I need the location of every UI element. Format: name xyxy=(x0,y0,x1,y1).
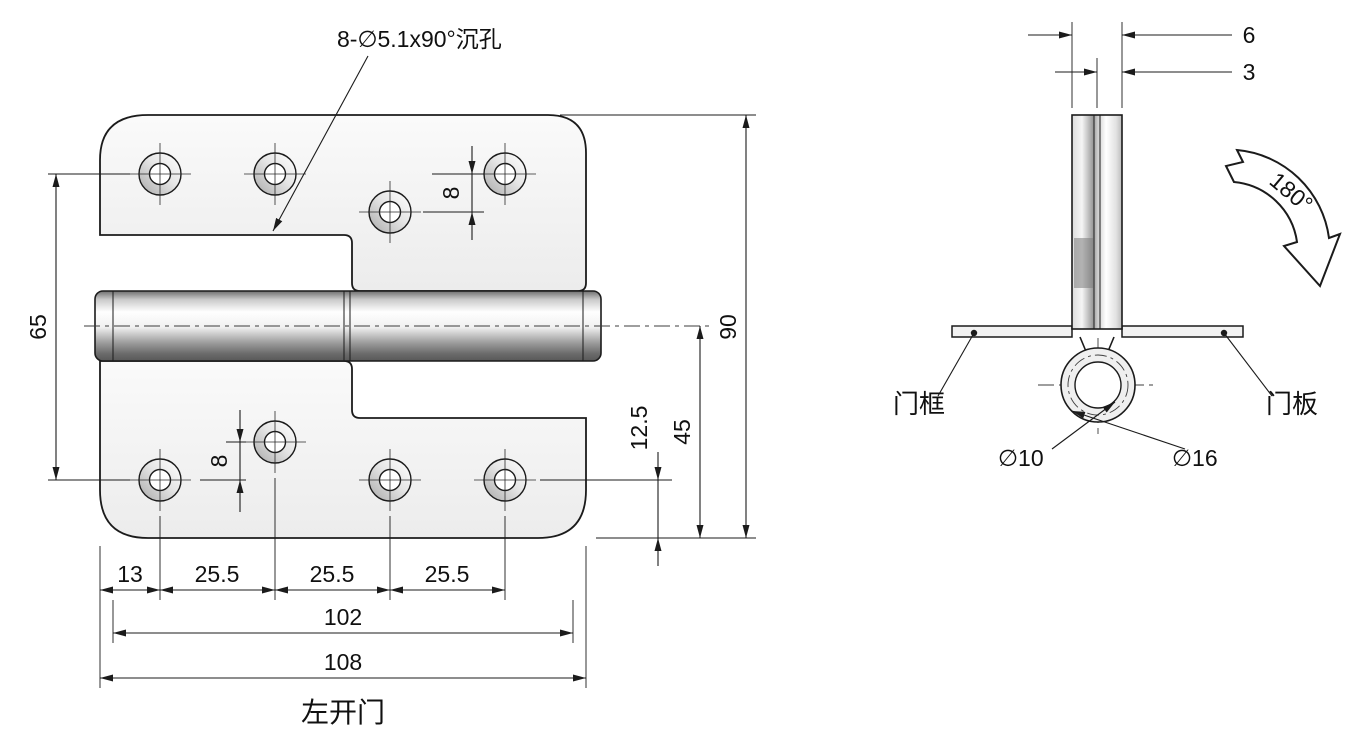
countersink-callout: 8-∅5.1x90°沉孔 xyxy=(272,26,502,232)
side-view: 6 3 180° 门框 门板 ∅10 xyxy=(893,22,1342,471)
dim-8-top-label: 8 xyxy=(438,187,464,200)
door-frame-label-group: 门框 xyxy=(893,329,978,419)
dim-108-label: 108 xyxy=(324,649,362,675)
dim-65-label: 65 xyxy=(25,314,51,340)
dim-13-label: 13 xyxy=(117,561,143,587)
dim-12-5-label: 12.5 xyxy=(626,406,652,451)
dim-6: 6 xyxy=(1028,22,1255,108)
door-frame-flange xyxy=(951,325,1073,338)
dia-16-label: ∅16 xyxy=(1172,445,1218,471)
dim-65: 65 xyxy=(25,173,130,481)
door-panel-flange xyxy=(1121,325,1244,338)
dim-3-label: 3 xyxy=(1243,59,1256,85)
dim-90-label: 90 xyxy=(715,314,741,340)
top-leaf xyxy=(99,114,587,292)
dim-108: 108 xyxy=(100,649,586,682)
dim-90: 90 xyxy=(560,114,756,539)
dim-3: 3 xyxy=(1055,58,1255,108)
dim-102-label: 102 xyxy=(324,604,362,630)
hinge-barrel xyxy=(84,290,712,362)
dim-25-5-b-label: 25.5 xyxy=(310,561,355,587)
dia-16-callout: ∅16 xyxy=(1071,410,1218,471)
rotation-arrow: 180° xyxy=(1224,148,1342,288)
door-panel-label-group: 门板 xyxy=(1220,329,1318,419)
knuckle-inner-circle xyxy=(1074,361,1122,409)
dim-45: 45 xyxy=(669,326,704,538)
rotation-arrow-shape xyxy=(1224,148,1342,288)
dim-8-top: 8 xyxy=(423,146,484,240)
dia-10-callout: ∅10 xyxy=(998,401,1116,471)
callout-text: 8-∅5.1x90°沉孔 xyxy=(337,26,502,52)
door-panel-label: 门板 xyxy=(1266,389,1318,419)
dim-chain-bottom: 13 25.5 25.5 25.5 xyxy=(99,478,587,688)
dim-25-5-c-label: 25.5 xyxy=(425,561,470,587)
dim-8-bottom: 8 xyxy=(200,410,246,512)
dim-25-5-a-label: 25.5 xyxy=(195,561,240,587)
dim-102: 102 xyxy=(112,600,574,643)
front-view: 8-∅5.1x90°沉孔 65 90 45 12.5 xyxy=(25,26,756,728)
dim-6-label: 6 xyxy=(1243,22,1256,48)
knuckle xyxy=(1038,338,1158,434)
pin-bar xyxy=(1071,114,1123,330)
callout-leader xyxy=(272,55,369,232)
bottom-leaf xyxy=(99,360,587,539)
dia-10-label: ∅10 xyxy=(998,445,1044,471)
front-view-caption: 左开门 xyxy=(301,697,385,728)
pin-bar-shadow xyxy=(1074,238,1093,288)
dim-12-5: 12.5 xyxy=(540,406,672,566)
dim-45-label: 45 xyxy=(669,419,695,445)
door-frame-label: 门框 xyxy=(893,389,945,419)
dim-8-bottom-label: 8 xyxy=(206,455,232,468)
